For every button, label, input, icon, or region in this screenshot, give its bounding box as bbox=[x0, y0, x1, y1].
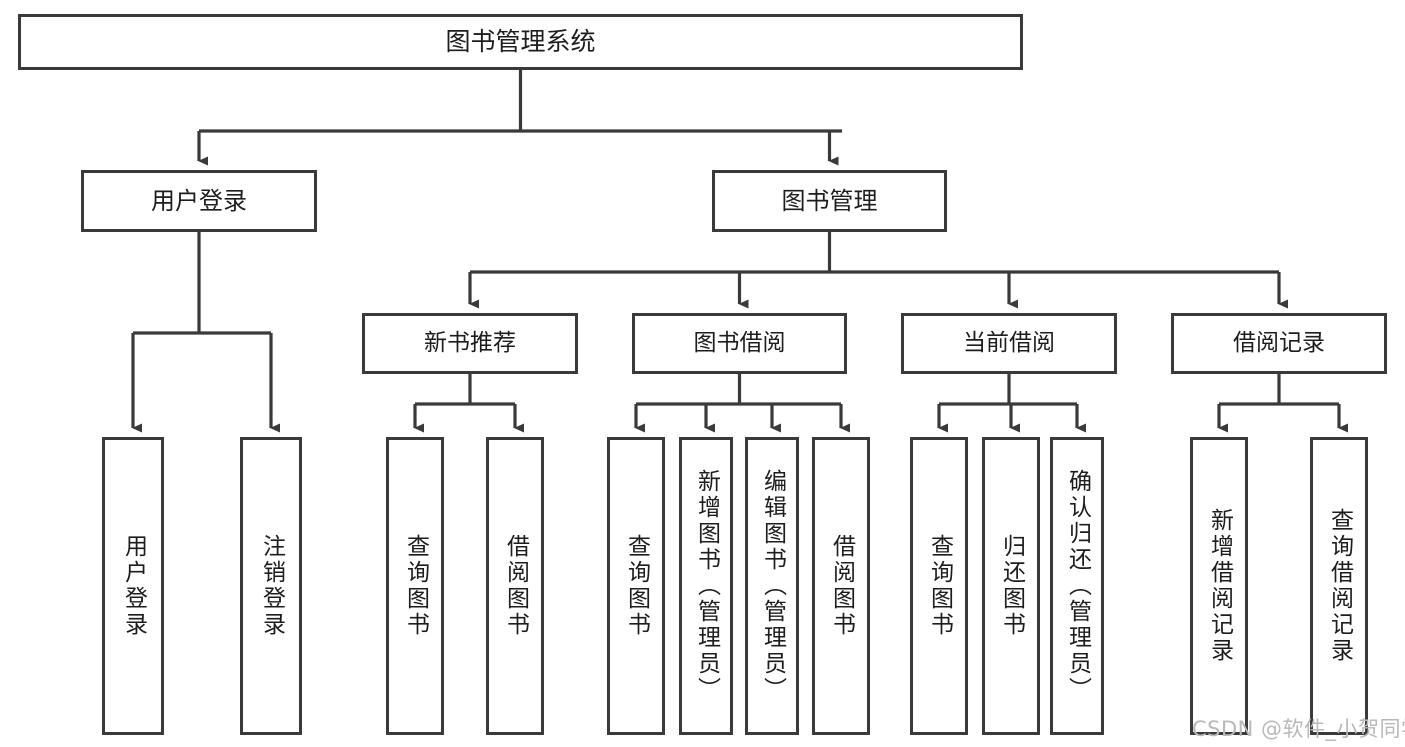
leaf-user-login[interactable]: 用户登录 bbox=[102, 437, 164, 735]
leaf-add-borrow-record-label: 新增借阅记录 bbox=[1206, 508, 1233, 664]
node-user-login-label: 用户登录 bbox=[151, 186, 247, 215]
leaf-query-book-current-label: 查询图书 bbox=[926, 534, 953, 638]
leaf-return-book-label: 归还图书 bbox=[998, 534, 1025, 638]
leaf-borrow-book[interactable]: 借阅图书 bbox=[812, 437, 870, 735]
node-user-login[interactable]: 用户登录 bbox=[81, 170, 317, 232]
leaf-edit-book-admin-label: 编辑图书（管理员） bbox=[759, 469, 786, 703]
leaf-borrow-book-label: 借阅图书 bbox=[828, 534, 855, 638]
node-current-borrow-label: 当前借阅 bbox=[963, 329, 1055, 356]
node-new-book-recommend[interactable]: 新书推荐 bbox=[362, 313, 578, 374]
leaf-query-book-new[interactable]: 查询图书 bbox=[386, 437, 444, 735]
leaf-borrow-book-new-label: 借阅图书 bbox=[502, 534, 529, 638]
leaf-query-borrow-record[interactable]: 查询借阅记录 bbox=[1310, 437, 1368, 735]
leaf-confirm-return-admin-label: 确认归还（管理员） bbox=[1064, 469, 1091, 703]
leaf-add-book-admin-label: 新增图书（管理员） bbox=[693, 469, 720, 703]
leaf-logout[interactable]: 注销登录 bbox=[240, 437, 302, 735]
node-root[interactable]: 图书管理系统 bbox=[18, 14, 1023, 70]
leaf-query-book-borrow-label: 查询图书 bbox=[623, 534, 650, 638]
node-book-management-label: 图书管理 bbox=[781, 186, 878, 215]
node-borrow-records[interactable]: 借阅记录 bbox=[1171, 313, 1387, 374]
node-new-book-recommend-label: 新书推荐 bbox=[424, 329, 516, 356]
node-borrow-records-label: 借阅记录 bbox=[1233, 329, 1325, 356]
leaf-confirm-return-admin[interactable]: 确认归还（管理员） bbox=[1050, 437, 1104, 735]
leaf-query-book-borrow[interactable]: 查询图书 bbox=[607, 437, 665, 735]
leaf-query-borrow-record-label: 查询借阅记录 bbox=[1326, 508, 1353, 664]
node-book-borrow-label: 图书借阅 bbox=[693, 329, 786, 356]
leaf-user-login-label: 用户登录 bbox=[120, 534, 147, 638]
leaf-borrow-book-new[interactable]: 借阅图书 bbox=[486, 437, 544, 735]
node-current-borrow[interactable]: 当前借阅 bbox=[901, 313, 1117, 374]
watermark: CSDN @软件_小贺同学 bbox=[1192, 717, 1405, 741]
node-book-borrow[interactable]: 图书借阅 bbox=[632, 313, 847, 374]
leaf-query-book-new-label: 查询图书 bbox=[402, 534, 429, 638]
leaf-add-borrow-record[interactable]: 新增借阅记录 bbox=[1190, 437, 1248, 735]
node-root-label: 图书管理系统 bbox=[445, 27, 596, 57]
leaf-edit-book-admin[interactable]: 编辑图书（管理员） bbox=[745, 437, 799, 735]
leaf-return-book[interactable]: 归还图书 bbox=[982, 437, 1040, 735]
node-book-management[interactable]: 图书管理 bbox=[712, 170, 947, 232]
leaf-query-book-current[interactable]: 查询图书 bbox=[910, 437, 968, 735]
leaf-logout-label: 注销登录 bbox=[258, 534, 285, 638]
leaf-add-book-admin[interactable]: 新增图书（管理员） bbox=[679, 437, 733, 735]
